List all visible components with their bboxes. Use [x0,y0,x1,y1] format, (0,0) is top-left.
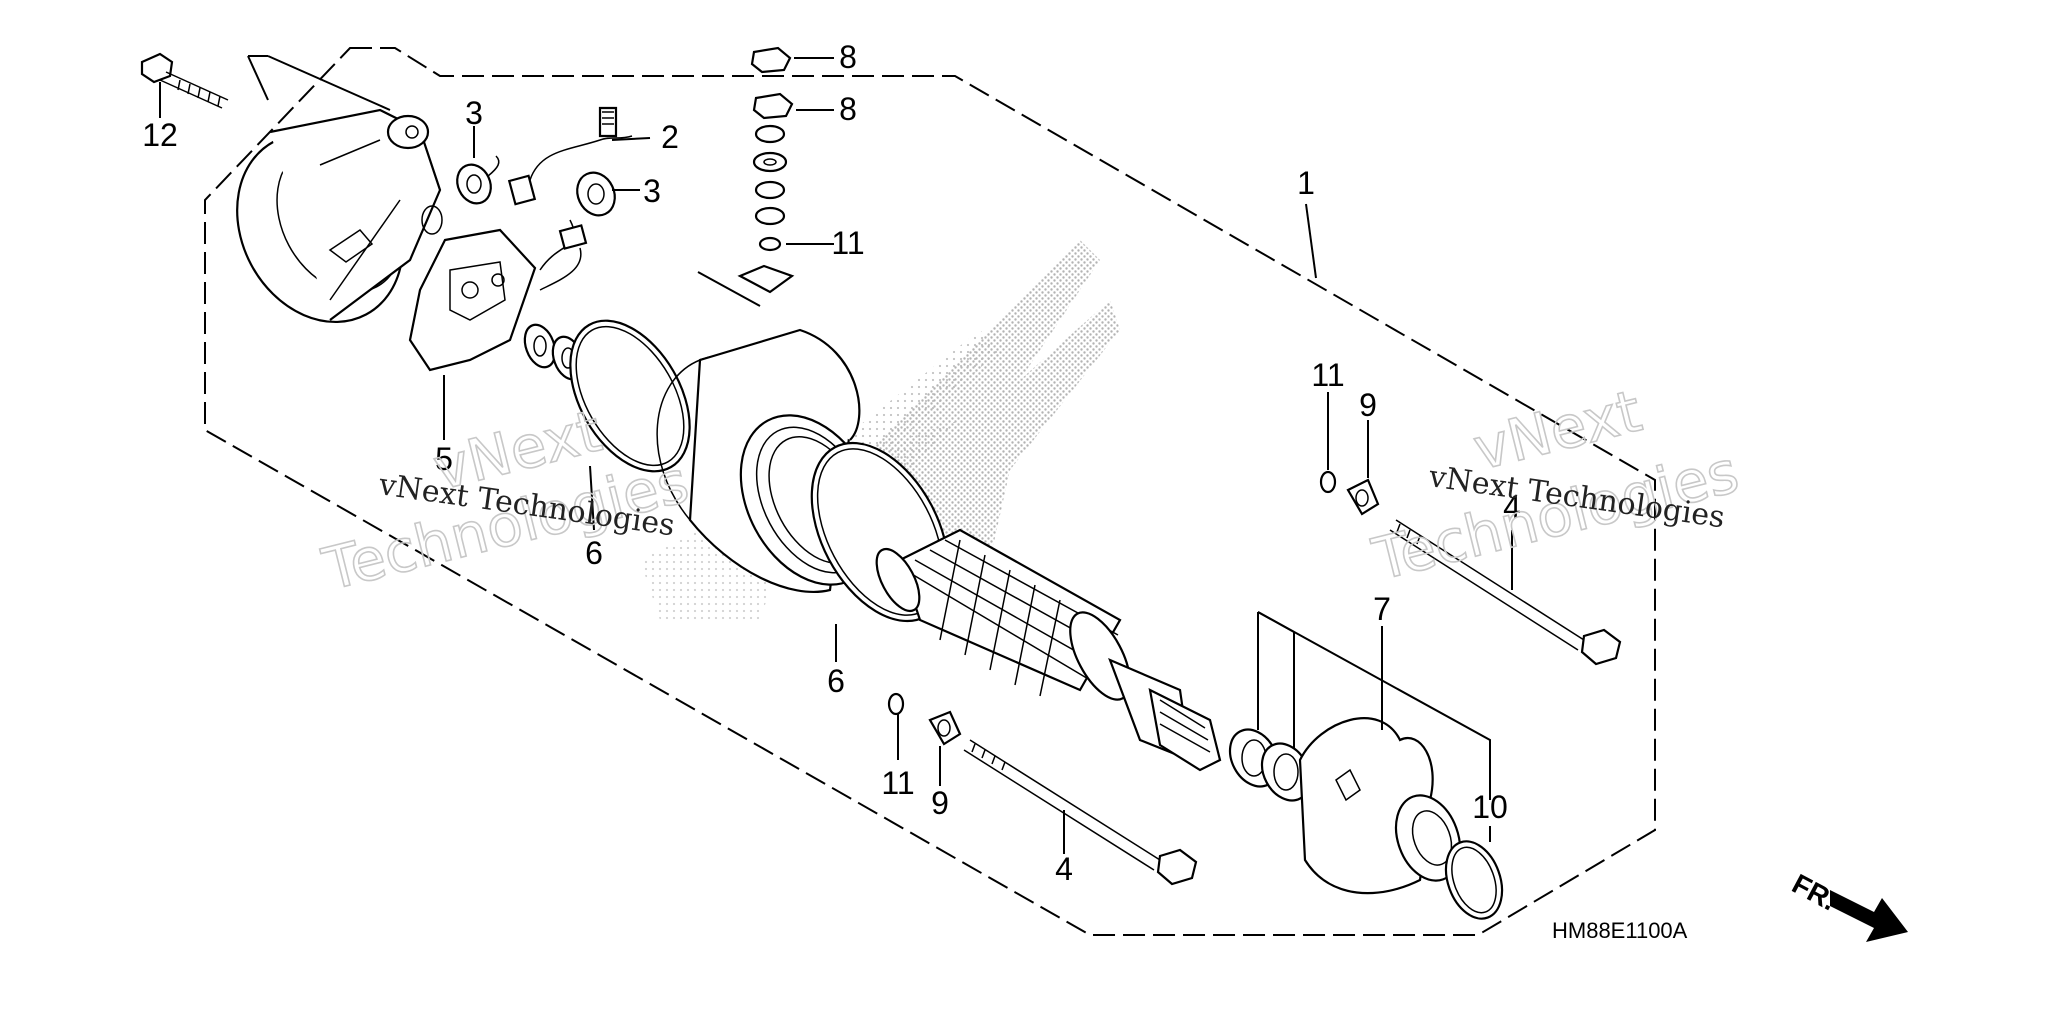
callout-10: 10 [1472,789,1508,825]
watermark-right: vNext Technologies vNext Technologies [1365,376,1746,595]
callout-7: 7 [1373,591,1391,627]
brush-holder-plate [408,219,576,440]
callout-4-upper: 4 [1503,489,1521,525]
callout-5: 5 [435,441,453,477]
callout-6-left: 6 [585,535,603,571]
front-cover [1298,626,1462,895]
callout-11-upper: 11 [1311,357,1344,393]
insulator-nut-lower [887,692,962,786]
callout-8-top: 8 [839,39,857,75]
callout-1: 1 [1297,165,1315,201]
leader-rear-cover [247,55,391,111]
terminal-stack [697,46,834,307]
o-ring-10 [1444,826,1504,920]
assembly-boundary-dashed [204,47,1656,936]
leader-assembly-1 [1305,203,1317,279]
callout-9-lower: 9 [931,785,949,821]
callout-3-left: 3 [465,95,483,131]
callout-6-right: 6 [827,663,845,699]
through-bolt-upper [1389,519,1622,666]
callout-9-upper: 9 [1359,387,1377,423]
callout-8-second: 8 [839,91,857,127]
callout-3-right: 3 [643,173,661,209]
direction-label: FR. [1787,868,1841,917]
armature [875,528,1222,772]
front-washers [1228,611,1491,802]
insulator-nut-upper [1319,392,1380,516]
rear-cover-housing [236,108,443,324]
callout-4-lower: 4 [1055,851,1073,887]
callout-2: 2 [661,119,679,155]
callout-11-top: 11 [831,225,864,261]
front-direction-arrow [1830,890,1908,942]
brush-springs [456,106,651,291]
o-ring-rear [569,319,691,531]
drawing-code: HM88E1100A [1552,918,1688,943]
callout-12: 12 [142,117,178,153]
bolt-12 [140,52,229,118]
through-bolt-lower [963,739,1198,886]
callout-11-lower: 11 [881,765,914,801]
